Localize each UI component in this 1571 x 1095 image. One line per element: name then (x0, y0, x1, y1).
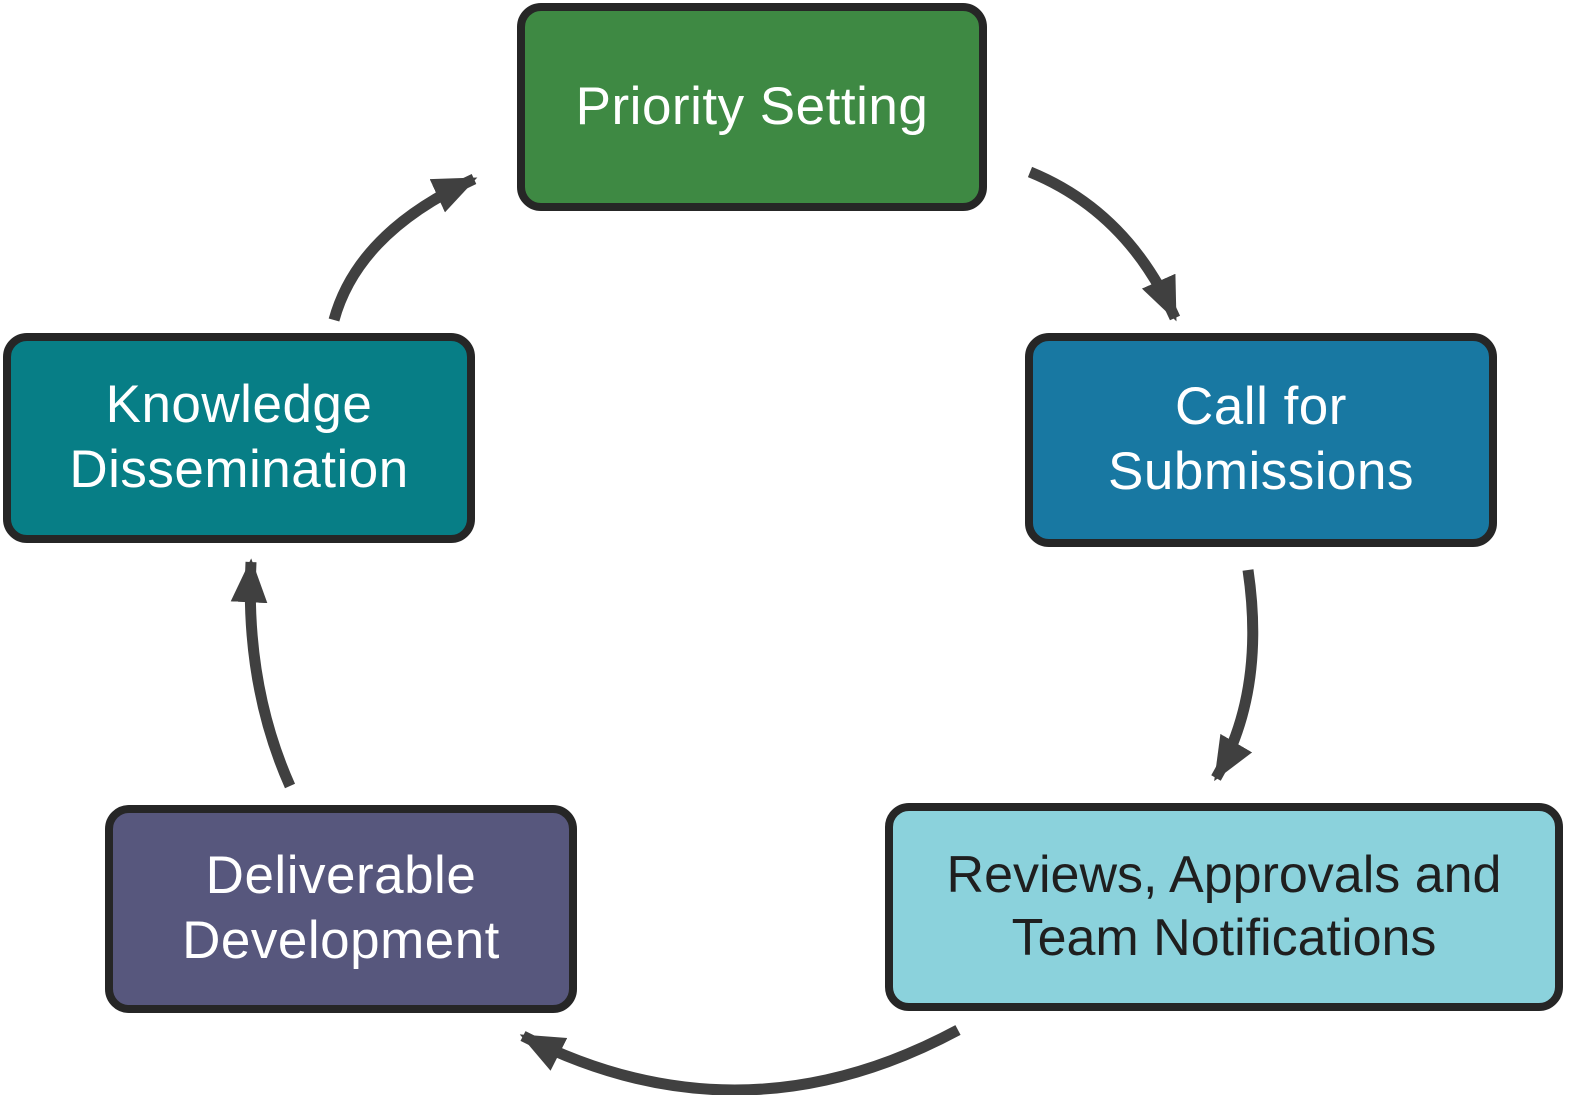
node-deliverable-development: Deliverable Development (105, 805, 577, 1013)
arrow-reviews-to-deliverable-icon (519, 1025, 961, 1095)
node-reviews-approvals-team-notifications: Reviews, Approvals and Team Notification… (885, 803, 1563, 1011)
arrow-submissions-to-reviews-icon (1211, 569, 1259, 782)
node-label-line2: Team Notifications (1011, 909, 1437, 967)
arrow-deliverable-to-knowledge-icon (230, 558, 296, 789)
arrow-knowledge-to-priority-icon (328, 173, 478, 322)
node-priority-setting: Priority Setting (517, 3, 987, 211)
node-label-line2: Dissemination (69, 440, 409, 499)
arrow-priority-to-submissions-icon (1027, 166, 1181, 322)
node-label-line2: Development (182, 911, 500, 970)
node-label: Priority Setting (575, 76, 929, 136)
node-label-line2: Submissions (1108, 442, 1414, 501)
node-label: Knowledge (105, 375, 373, 435)
node-knowledge-dissemination: Knowledge Dissemination (3, 333, 475, 543)
node-call-for-submissions: Call for Submissions (1025, 333, 1497, 547)
node-label: Deliverable (205, 846, 477, 906)
node-label: Call for (1175, 377, 1347, 437)
node-label: Reviews, Approvals and (946, 845, 1502, 904)
